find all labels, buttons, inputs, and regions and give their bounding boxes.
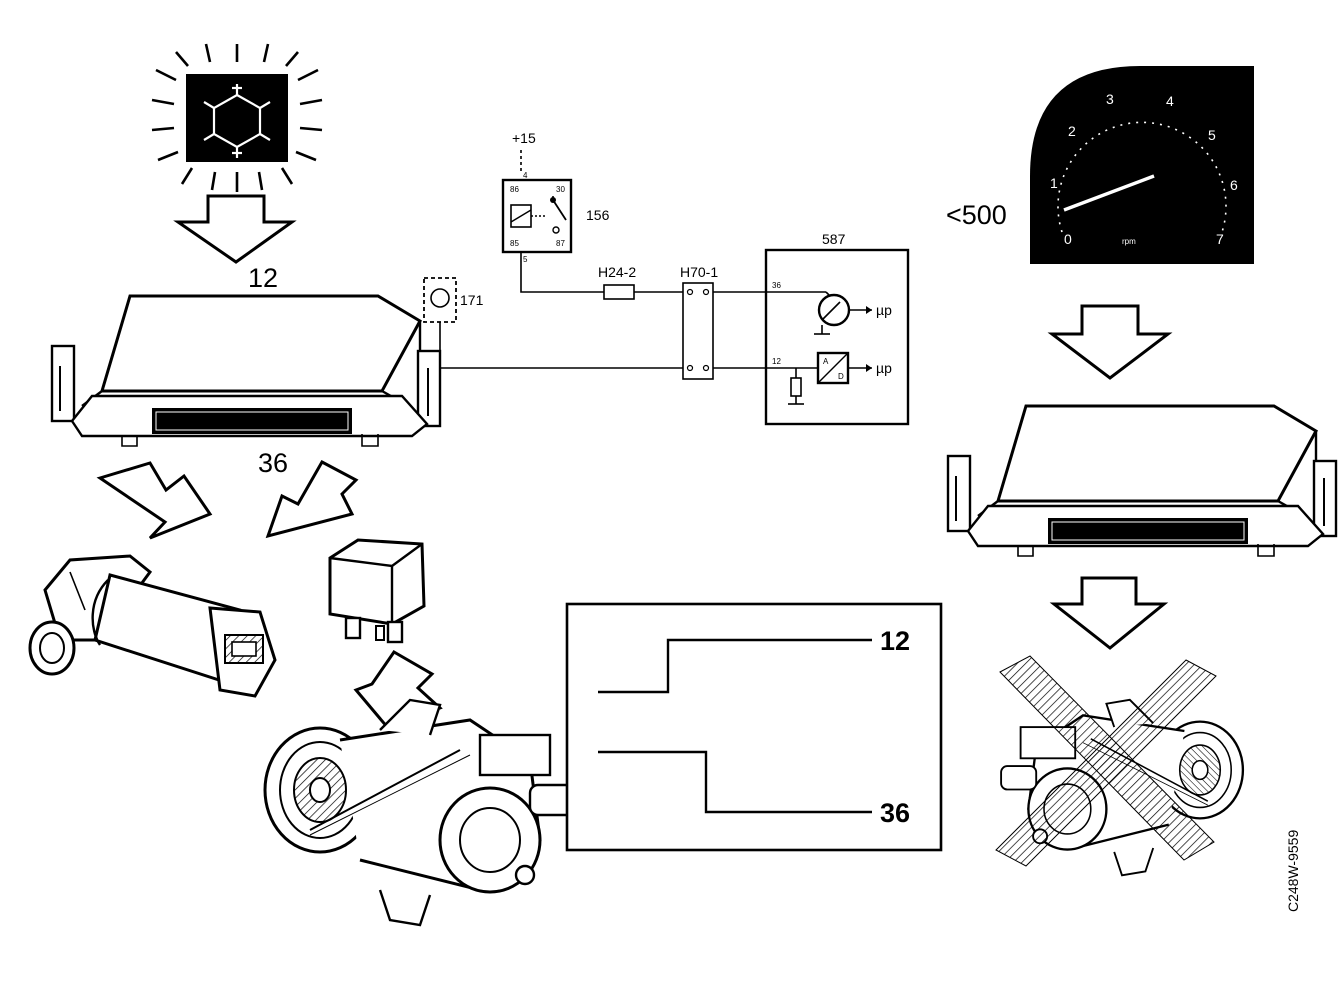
graph-label-top: 12: [880, 626, 910, 656]
control-unit-box: [764, 248, 910, 426]
relay-box: [501, 178, 573, 254]
idle-valve-icon: [28, 554, 277, 698]
relay-pin-87: 87: [556, 239, 565, 248]
relay-pin-86: 86: [510, 185, 519, 194]
tach-scale-0: 0: [1064, 231, 1072, 247]
tach-scale-6: 6: [1230, 177, 1238, 193]
tach-scale-2: 2: [1068, 123, 1076, 139]
snowflake-icon: [151, 43, 323, 192]
svg-text:A: A: [823, 357, 829, 366]
tach-scale-4: 4: [1166, 93, 1174, 109]
graph-label-bottom: 36: [880, 798, 910, 828]
rpm-threshold: <500: [946, 200, 1007, 230]
arrow-down-2: [1047, 304, 1173, 380]
relay-pin-85: 85: [510, 239, 519, 248]
arrow-down-1: [173, 194, 297, 264]
relay-pin-30: 30: [556, 185, 565, 194]
tach-scale-3: 3: [1106, 91, 1114, 107]
tach-unit: rpm: [1122, 237, 1136, 246]
connector-h24: H24-2: [598, 264, 636, 280]
tach-scale-1: 1: [1050, 175, 1058, 191]
relay-pin-5: 5: [523, 255, 528, 264]
ecu-icon: [50, 294, 442, 448]
arrow-down-left: [96, 461, 213, 540]
drawing-code: C248W-9559: [1285, 830, 1301, 912]
tach-scale-5: 5: [1208, 127, 1216, 143]
ac-compressor-off-icon: [995, 655, 1245, 877]
signal-graph: 12 36: [565, 602, 943, 852]
svg-text:D: D: [838, 372, 844, 381]
mu-p-2: µp: [876, 360, 892, 376]
label-top-signal: 12: [248, 263, 278, 293]
relay-pin-4: 4: [523, 171, 528, 180]
tachometer-icon: 0 1 2 3 4 5 6 7 rpm: [1030, 66, 1254, 264]
ecu-icon-right: [946, 404, 1338, 558]
sensor-box: [423, 277, 457, 323]
mu-p-1: µp: [876, 302, 892, 318]
wiring-schematic: +15 4 86 30 85 87 156 5 H24-2 H70-1: [423, 130, 910, 426]
ac-compressor-icon: [263, 698, 577, 927]
arrow-down-3: [1049, 576, 1169, 650]
relay-icon: [328, 538, 426, 644]
relay-number: 156: [586, 207, 610, 223]
control-unit-number: 587: [822, 231, 846, 247]
arrow-down-right: [265, 459, 359, 539]
cu-pin-36: 36: [772, 281, 781, 290]
label-left-signal: 36: [258, 448, 288, 478]
sensor-number: 171: [460, 292, 484, 308]
cross-out-icon: [995, 655, 1217, 867]
tach-scale-7: 7: [1216, 231, 1224, 247]
cu-pin-12: 12: [772, 357, 781, 366]
connector-h70: H70-1: [680, 264, 718, 280]
supply-label: +15: [512, 130, 536, 146]
